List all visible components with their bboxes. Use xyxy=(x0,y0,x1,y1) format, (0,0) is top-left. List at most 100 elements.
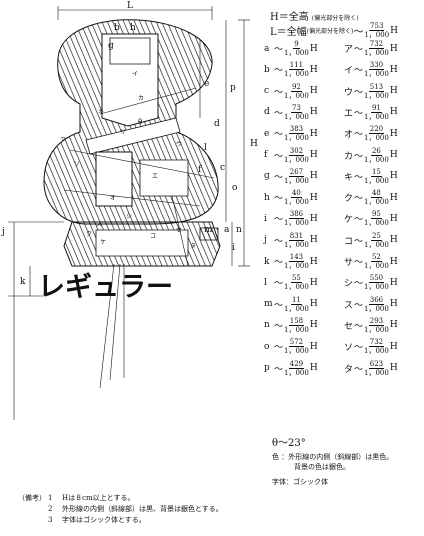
color-note: 色 ：外形線の内側（斜線部）は黒色。 背景の色は銀色。 xyxy=(272,452,422,472)
ratio-unit: H xyxy=(309,277,318,288)
l-ratio-fraction: 753 1，000 xyxy=(364,22,390,39)
ratio-unit: H xyxy=(389,128,398,139)
ratio-unit: H xyxy=(309,363,318,373)
ratio-label: m xyxy=(264,299,273,310)
ratio-tilde: 〜 xyxy=(274,343,284,354)
h-definition: H＝全高 (偏光部分を除く) xyxy=(270,8,359,23)
inner-label-shi: シ xyxy=(126,213,132,220)
l-definition-text: L＝全幅 xyxy=(270,27,307,38)
dimension-lines xyxy=(8,6,250,420)
outer-shape-lower xyxy=(63,221,221,267)
inner-label-i: イ xyxy=(132,71,138,78)
dim-label-l: l xyxy=(204,143,207,153)
ratio-label: c xyxy=(264,86,270,97)
inner-label-ki: キ xyxy=(98,109,104,116)
dim-label-n: n xyxy=(236,225,242,235)
ratio-label: キ xyxy=(344,172,354,183)
ratio-unit: H xyxy=(309,107,318,118)
ratio-label: ス xyxy=(344,300,354,311)
inner-label-su: ス xyxy=(96,221,102,228)
ratio-unit: H xyxy=(389,256,398,267)
ratio-tilde: 〜 xyxy=(274,236,284,247)
color-note-line1: ：外形線の内側（斜線部）は黒色。 xyxy=(281,453,394,461)
ratio-unit: H xyxy=(309,43,318,54)
ratio-label: セ xyxy=(344,321,354,332)
inner-label-u: ウ xyxy=(176,140,182,148)
ratio-tilde: 〜 xyxy=(354,321,364,332)
ratio-label: イ xyxy=(344,66,354,77)
ratio-unit: H xyxy=(309,150,318,160)
ratio-unit: H xyxy=(309,213,318,224)
ratio-tilde: 〜 xyxy=(274,279,284,290)
ratio-unit: H xyxy=(309,320,318,331)
ratio-unit: H xyxy=(389,320,398,331)
dim-label-c: c xyxy=(220,163,225,173)
ratio-label: a xyxy=(264,43,270,54)
ratio-unit: H xyxy=(389,150,398,160)
ratio-tilde: 〜 xyxy=(274,108,284,119)
ratio-unit: H xyxy=(389,64,398,75)
ratio-tilde: 〜 xyxy=(354,364,364,375)
outer-shape-upper xyxy=(43,19,219,225)
ratio-tilde: 〜 xyxy=(354,87,364,98)
ratio-label: ケ xyxy=(344,215,354,226)
h-definition-text: H＝全高 xyxy=(270,12,309,23)
ratio-unit: H xyxy=(309,64,318,75)
inner-label-se: セ xyxy=(176,227,182,234)
ratio-unit: H xyxy=(389,107,398,118)
ratio-label: コ xyxy=(344,236,354,247)
ratio-label: j xyxy=(264,235,267,246)
ratio-label: h xyxy=(264,192,270,203)
ratio-label: カ xyxy=(344,151,354,162)
dim-label-d: d xyxy=(214,119,220,129)
ratio-unit: H xyxy=(309,341,318,352)
ratio-unit: H xyxy=(389,363,398,373)
ratio-label: ク xyxy=(344,194,354,205)
ratio-tilde: 〜 xyxy=(354,279,364,290)
ratio-unit: H xyxy=(389,299,398,310)
ratio-unit: H xyxy=(389,235,398,246)
ratio-label: ウ xyxy=(344,87,354,98)
dim-label-b: b xyxy=(114,23,120,33)
ratio-tilde: 〜 xyxy=(274,87,284,98)
ratio-tilde: 〜 xyxy=(274,300,284,311)
ratio-label: e xyxy=(264,128,270,139)
ratio-label: g xyxy=(264,171,270,182)
dim-label-p: p xyxy=(230,83,236,93)
inner-label-o: オ xyxy=(110,195,116,202)
ratio-tilde: 〜 xyxy=(354,108,364,119)
svg-text:レギュラー: レギュラー xyxy=(38,272,173,303)
inner-label-so: ソ xyxy=(74,161,80,168)
ratio-label: l xyxy=(264,277,267,288)
dim-label-L: L xyxy=(127,1,133,11)
ratio-unit: H xyxy=(389,43,398,54)
l-ratio-unit: H xyxy=(390,25,399,36)
ratio-tilde: 〜 xyxy=(354,66,364,77)
ratio-tilde: 〜 xyxy=(274,258,284,268)
ratio-label: d xyxy=(264,107,270,118)
ratio-label: エ xyxy=(344,108,354,119)
ratio-tilde: 〜 xyxy=(274,151,284,162)
l-definition: L＝全幅 (偏光部分を除く) 〜 753 1，000 H xyxy=(270,22,398,39)
ratio-unit: H xyxy=(309,299,318,310)
ratio-unit: H xyxy=(389,277,398,288)
